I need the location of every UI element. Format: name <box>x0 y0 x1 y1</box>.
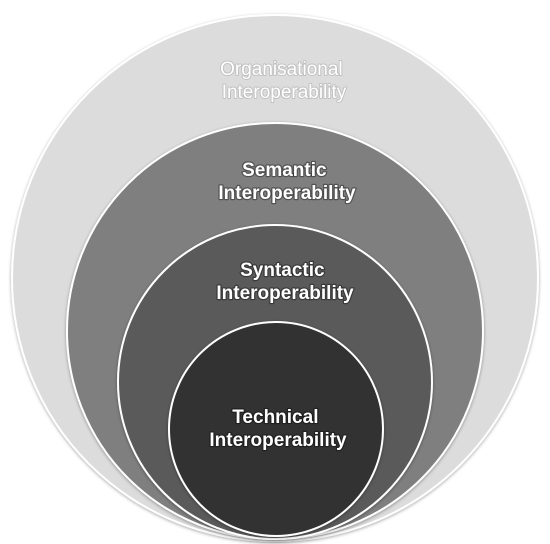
semantic-label: Semantic Interoperability <box>218 160 356 204</box>
organisational-label-line2: Interoperability <box>222 82 347 103</box>
organisational-label-line1: Organisational <box>220 59 343 80</box>
syntactic-label-line2: Interoperability <box>216 283 354 304</box>
syntactic-label-line1: Syntactic <box>240 260 325 281</box>
syntactic-label: Syntactic Interoperability <box>216 260 354 304</box>
technical-label-line2: Interoperability <box>209 430 347 451</box>
technical-circle <box>168 321 384 537</box>
semantic-label-line1: Semantic <box>242 160 327 181</box>
technical-label-line1: Technical <box>232 407 318 428</box>
technical-label: Technical Interoperability <box>209 407 347 451</box>
semantic-label-line2: Interoperability <box>218 183 356 204</box>
organisational-label: Organisational Interoperability <box>220 59 348 103</box>
